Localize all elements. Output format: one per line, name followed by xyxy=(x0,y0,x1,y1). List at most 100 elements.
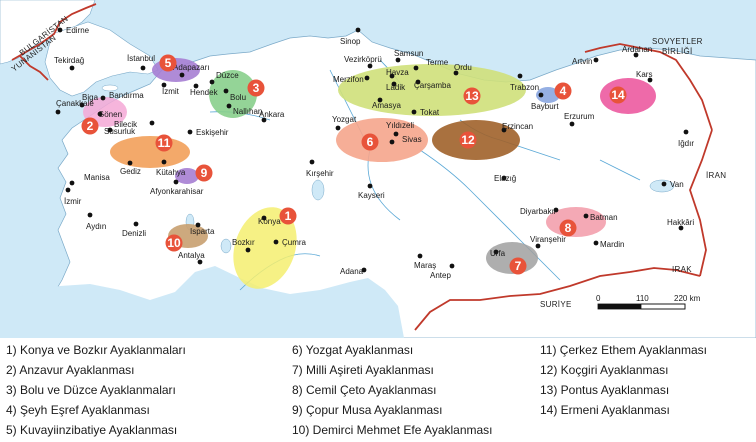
city-edirne: Edirne xyxy=(57,26,90,35)
city-mardin: Mardin xyxy=(593,240,624,249)
city-duzce: Düzce xyxy=(209,71,239,85)
city-dot xyxy=(55,109,61,115)
city-dot xyxy=(377,97,383,103)
city-label: Konya xyxy=(258,217,281,226)
city-label: Sinop xyxy=(340,37,361,46)
city-dot xyxy=(133,221,139,227)
city-yildizeli: Yıldızeli xyxy=(386,121,414,137)
city-istanbul: İstanbul xyxy=(127,54,155,71)
country-suriye: SURİYE xyxy=(540,300,572,309)
marker-circle xyxy=(81,117,99,135)
city-dot xyxy=(161,82,167,88)
city-kutahya: Kütahya xyxy=(156,159,186,177)
city-merzifon: Merzifon xyxy=(333,75,370,84)
country-sovyet-2: BİRLİĞİ xyxy=(662,47,693,56)
city-susurluk: Susurluk xyxy=(104,127,136,136)
marker-circle xyxy=(279,207,297,225)
city-dot xyxy=(389,73,395,79)
city-dot xyxy=(517,73,523,79)
city-label: Erzincan xyxy=(502,122,533,131)
city-dot xyxy=(140,65,146,71)
marker-8: 8 xyxy=(559,219,577,237)
city-label: Antalya xyxy=(178,251,205,260)
legend-item-7: 7) Milli Aşireti Ayaklanması xyxy=(292,363,434,377)
region-14 xyxy=(600,78,656,114)
city-dot xyxy=(367,183,373,189)
city-dot xyxy=(417,253,423,259)
region-6 xyxy=(336,118,428,162)
city-label: Bilecik xyxy=(114,120,138,129)
city-label: Lâdik xyxy=(386,83,406,92)
city-dot xyxy=(57,27,63,33)
city-label: Adapazarı xyxy=(173,63,209,72)
marker-number: 4 xyxy=(560,84,567,98)
city-dot xyxy=(493,249,499,255)
scale-bar-black xyxy=(598,304,641,309)
scale-end: 220 km xyxy=(674,294,701,303)
legend: 1) Konya ve Bozkır Ayaklanmaları 2) Anza… xyxy=(0,338,756,442)
city-dot xyxy=(683,129,689,135)
city-label: Kütahya xyxy=(156,168,186,177)
marker-circle xyxy=(459,131,477,149)
city-ordu: Ordu xyxy=(453,63,472,76)
city-dot xyxy=(593,57,599,63)
border-iran xyxy=(689,129,713,277)
city-label: Bayburt xyxy=(531,102,559,111)
legend-column-2: 6) Yozgat Ayaklanması 7) Milli Aşireti A… xyxy=(292,340,493,440)
marker-circle xyxy=(509,257,527,275)
legend-item-4: 4) Şeyh Eşref Ayaklanması xyxy=(6,403,150,417)
city-erzincan: Erzincan xyxy=(501,122,533,133)
city-dot xyxy=(415,79,421,85)
marker-number: 6 xyxy=(367,135,374,149)
city-label: Erzurum xyxy=(564,112,595,121)
city-urfa: Urfa xyxy=(490,249,506,258)
city-label: Viranşehir xyxy=(530,235,566,244)
marker-number: 9 xyxy=(201,166,208,180)
city-afyon: Afyonkarahisar xyxy=(150,179,204,196)
city-label: Manisa xyxy=(84,173,110,182)
city-ladik: Lâdik xyxy=(386,81,406,92)
thrace-land xyxy=(44,21,159,97)
city-bayburt: Bayburt xyxy=(531,92,559,111)
border-greece xyxy=(19,55,49,81)
city-dot xyxy=(361,267,367,273)
marker-circle xyxy=(195,164,213,182)
legend-item-12: 12) Koçgiri Ayaklanması xyxy=(540,363,669,377)
city-dot xyxy=(678,225,684,231)
city-isparta: Isparta xyxy=(190,222,215,236)
city-kayseri: Kayseri xyxy=(358,183,385,200)
marker-circle xyxy=(361,133,379,151)
region-1 xyxy=(233,207,297,289)
city-dot xyxy=(209,79,215,85)
city-label: Antep xyxy=(430,271,451,280)
legend-item-13: 13) Pontus Ayaklanması xyxy=(540,383,670,397)
city-viransehir: Viranşehir xyxy=(530,235,566,249)
marker-circle xyxy=(609,86,627,104)
marker-number: 10 xyxy=(167,236,181,250)
city-dot xyxy=(261,117,267,123)
city-label: Yozgat xyxy=(332,115,357,124)
city-dot xyxy=(261,215,267,221)
city-samsun: Samsun xyxy=(394,49,423,63)
city-diyarbakir: Diyarbakır xyxy=(520,207,559,216)
city-dot xyxy=(273,239,279,245)
legend-item-3: 3) Bolu ve Düzce Ayaklanmaları xyxy=(6,383,176,397)
city-erzurum: Erzurum xyxy=(564,112,595,127)
city-trabzon: Trabzon xyxy=(510,73,539,92)
city-dot xyxy=(633,52,639,58)
scale-start: 0 xyxy=(596,294,601,303)
legend-item-1: 1) Konya ve Bozkır Ayaklanmaları xyxy=(6,343,186,357)
marker-circle xyxy=(159,54,177,72)
city-dot xyxy=(245,247,251,253)
marker-14: 14 xyxy=(609,86,627,104)
city-izmit: İzmit xyxy=(161,82,180,96)
country-sovyet-1: SOVYETLER xyxy=(652,37,703,46)
legend-item-11: 11) Çerkez Ethem Ayaklanması xyxy=(540,343,707,357)
city-label: Urfa xyxy=(490,249,506,258)
city-label: Biga xyxy=(82,93,99,102)
city-izmir: İzmir xyxy=(64,187,82,206)
city-dot xyxy=(538,92,544,98)
marker-number: 7 xyxy=(515,259,522,273)
city-label: Afyonkarahisar xyxy=(150,187,204,196)
city-bozkir: Bozkır xyxy=(232,238,255,253)
